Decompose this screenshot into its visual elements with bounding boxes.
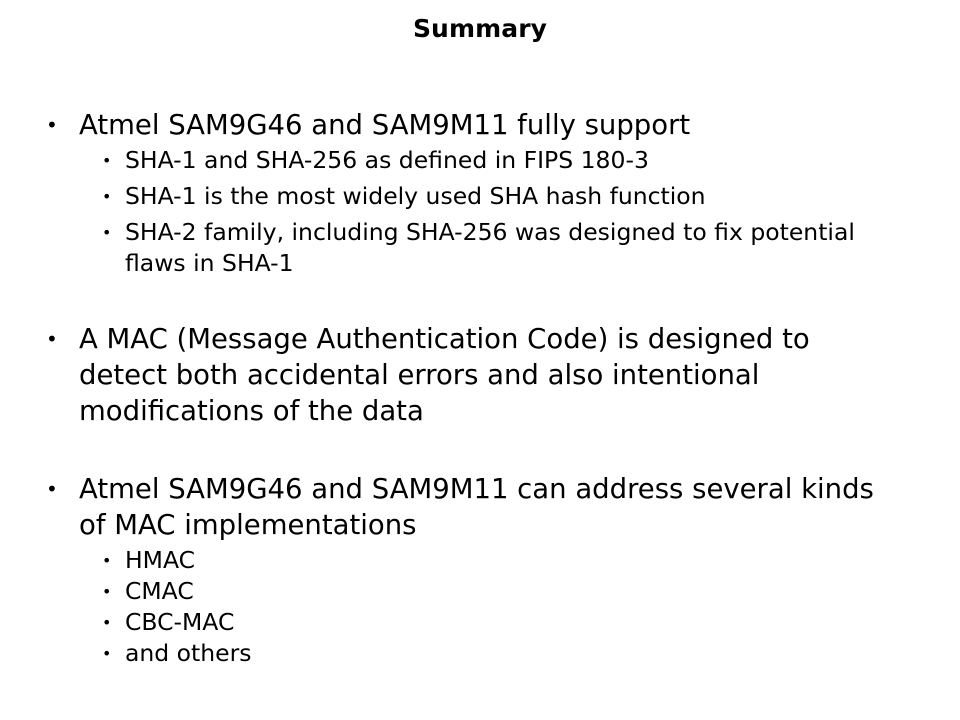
bullet-level1-mac-definition: • A MAC (Message Authentication Code) is…: [46, 321, 914, 429]
bullet-text: CBC-MAC: [125, 608, 235, 636]
bullet-text: Atmel SAM9G46 and SAM9M11 can address se…: [79, 473, 874, 541]
bullet-level2: • HMAC: [102, 545, 914, 576]
bullet-level1-mac-implementations: • Atmel SAM9G46 and SAM9M11 can address …: [46, 471, 914, 543]
bullet-text: Atmel SAM9G46 and SAM9M11 fully support: [79, 109, 691, 141]
sublist-sha-support: • SHA-1 and SHA-256 as defined in FIPS 1…: [102, 145, 914, 279]
bullet-marker-icon: •: [102, 644, 112, 663]
bullet-level2: • SHA-1 and SHA-256 as defined in FIPS 1…: [102, 145, 914, 176]
bullet-text: A MAC (Message Authentication Code) is d…: [79, 323, 810, 427]
slide-body: • Atmel SAM9G46 and SAM9M11 fully suppor…: [46, 107, 914, 669]
bullet-text: SHA-1 is the most widely used SHA hash f…: [125, 182, 706, 210]
bullet-level2: • SHA-1 is the most widely used SHA hash…: [102, 181, 914, 212]
bullet-text: SHA-1 and SHA-256 as defined in FIPS 180…: [125, 146, 649, 174]
slide-title: Summary: [412, 14, 548, 43]
bullet-marker-icon: •: [102, 151, 112, 170]
bullet-marker-icon: •: [102, 551, 112, 570]
bullet-level2: • CMAC: [102, 576, 914, 607]
bullet-level1-sha-support: • Atmel SAM9G46 and SAM9M11 fully suppor…: [46, 107, 914, 143]
bullet-marker-icon: •: [46, 477, 58, 501]
bullet-level2: • SHA-2 family, including SHA-256 was de…: [102, 217, 914, 279]
bullet-text: SHA-2 family, including SHA-256 was desi…: [125, 218, 855, 277]
bullet-marker-icon: •: [46, 327, 58, 351]
bullet-marker-icon: •: [102, 187, 112, 206]
sublist-mac-implementations: • HMAC • CMAC • CBC-MAC • and others: [102, 545, 914, 669]
bullet-marker-icon: •: [46, 113, 58, 137]
bullet-text: HMAC: [125, 546, 196, 574]
bullet-level2: • CBC-MAC: [102, 607, 914, 638]
bullet-marker-icon: •: [102, 613, 112, 632]
section-spacer: [46, 429, 914, 471]
section-spacer: [46, 279, 914, 321]
bullet-level2: • and others: [102, 638, 914, 669]
bullet-marker-icon: •: [102, 582, 112, 601]
bullet-marker-icon: •: [102, 223, 112, 242]
bullet-text: CMAC: [125, 577, 194, 605]
bullet-text: and others: [125, 639, 252, 667]
